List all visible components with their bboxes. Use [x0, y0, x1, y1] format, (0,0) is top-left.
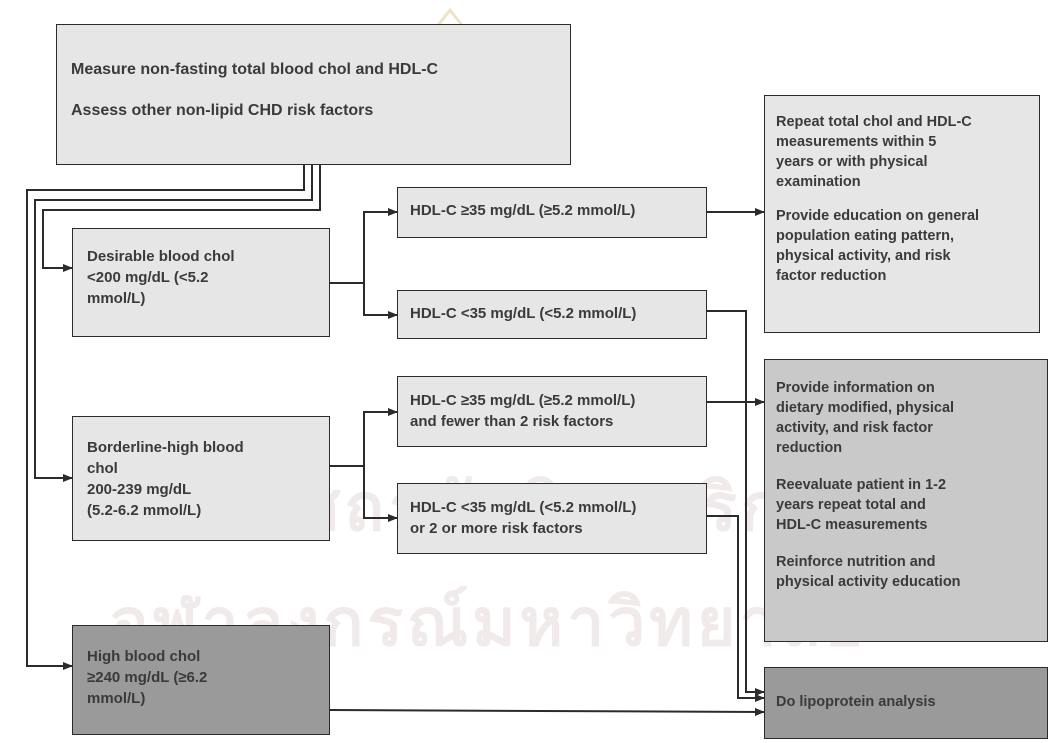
- connector-desirable-low-to-lipoprotein: [707, 310, 765, 696]
- repeat-education-box: Repeat total chol and HDL-C measurements…: [764, 95, 1040, 333]
- desirable-chol-box: Desirable blood chol <200 mg/dL (<5.2 mm…: [72, 228, 330, 337]
- lipoprotein-analysis-box: Do lipoprotein analysis: [764, 667, 1048, 739]
- hdl-low-borderline-box: HDL-C <35 mg/dL (<5.2 mmol/L) or 2 or mo…: [397, 483, 707, 554]
- provide-education-text: Provide education on general population …: [776, 208, 980, 284]
- repeat-measurement-text: Repeat total chol and HDL-C measurements…: [776, 114, 972, 190]
- high-chol-box: High blood chol ≥240 mg/dL (≥6.2 mmol/L): [72, 625, 330, 735]
- hdl-low-desirable-text: HDL-C <35 mg/dL (<5.2 mmol/L): [410, 305, 637, 322]
- measure-cholesterol-text: Measure non-fasting total blood chol and…: [71, 61, 439, 78]
- desirable-chol-text: Desirable blood chol <200 mg/dL (<5.2 mm…: [87, 248, 235, 307]
- connector-borderline-split: [330, 408, 398, 467]
- measure-cholesterol-box: Measure non-fasting total blood chol and…: [56, 24, 571, 165]
- hdl-high-borderline-box: HDL-C ≥35 mg/dL (≥5.2 mmol/L) and fewer …: [397, 376, 707, 447]
- connector-top-to-high: [26, 165, 305, 670]
- borderline-chol-box: Borderline-high blood chol 200-239 mg/dL…: [72, 416, 330, 541]
- reinforce-nutrition-text: Reinforce nutrition and physical activit…: [776, 554, 961, 590]
- borderline-chol-text: Borderline-high blood chol 200-239 mg/dL…: [87, 439, 244, 519]
- hdl-high-desirable-box: HDL-C ≥35 mg/dL (≥5.2 mmol/L): [397, 187, 707, 238]
- hdl-low-desirable-box: HDL-C <35 mg/dL (<5.2 mmol/L): [397, 290, 707, 339]
- connector-desirable-split: [330, 208, 398, 284]
- assess-risk-factors-text: Assess other non-lipid CHD risk factors: [71, 102, 374, 119]
- hdl-high-borderline-text: HDL-C ≥35 mg/dL (≥5.2 mmol/L) and fewer …: [410, 392, 636, 430]
- connector-desirable-low: [363, 283, 398, 319]
- connector-top-to-desirable: [42, 165, 321, 272]
- arrow-high-to-lipoprotein: [329, 707, 765, 716]
- hdl-low-borderline-text: HDL-C <35 mg/dL (<5.2 mmol/L) or 2 or mo…: [410, 499, 637, 537]
- information-reevaluate-box: Provide information on dietary modified,…: [764, 359, 1048, 642]
- high-chol-text: High blood chol ≥240 mg/dL (≥6.2 mmol/L): [87, 648, 208, 707]
- provide-information-text: Provide information on dietary modified,…: [776, 380, 955, 456]
- hdl-high-desirable-text: HDL-C ≥35 mg/dL (≥5.2 mmol/L): [410, 202, 636, 219]
- connector-borderline-low-to-lipoprotein: [707, 515, 765, 702]
- connector-top-to-borderline: [34, 165, 313, 482]
- connector-borderline-low: [363, 466, 398, 522]
- reevaluate-patient-text: Reevaluate patient in 1-2 years repeat t…: [776, 477, 947, 533]
- lipoprotein-analysis-text: Do lipoprotein analysis: [776, 694, 936, 710]
